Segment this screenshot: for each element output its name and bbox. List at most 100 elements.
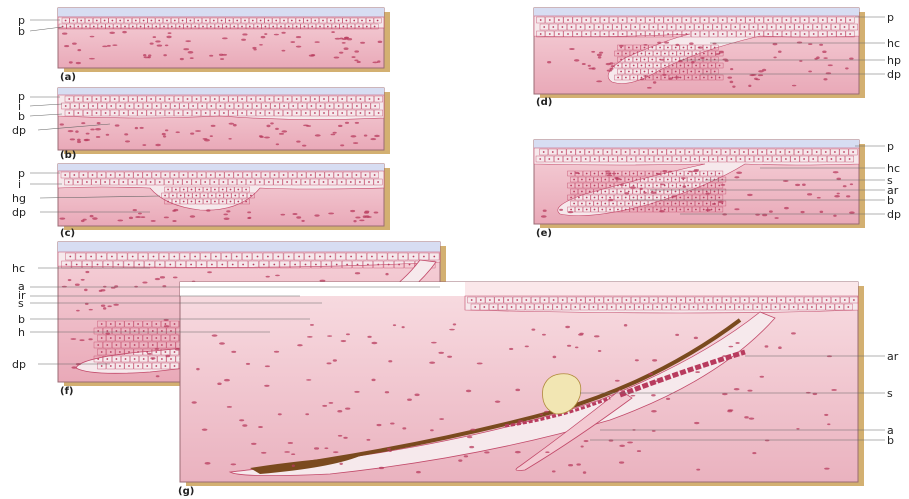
cell-nucleus [653,299,655,301]
dermal-nucleus [344,47,349,50]
cell-nucleus [180,264,182,266]
cell-nucleus [223,112,225,114]
cell-nucleus [706,203,708,205]
cell-nucleus [296,98,298,100]
caption-d: (d) [536,97,552,108]
cell-nucleus [187,112,189,114]
cell-nucleus [626,299,628,301]
cell-nucleus [296,112,298,114]
cell-nucleus [616,299,618,301]
dermal-nucleus [296,36,301,38]
dermal-nucleus [183,48,189,50]
dermal-nucleus [106,134,110,136]
dermal-nucleus [112,44,117,46]
dermal-nucleus [647,87,652,89]
dermal-nucleus [598,350,601,352]
cell-nucleus [558,158,560,160]
dermal-nucleus [75,130,78,133]
dermal-nucleus [800,211,804,213]
cell-nucleus [77,98,79,100]
cell-nucleus [625,185,627,187]
cell-nucleus [740,19,742,21]
cell-nucleus [667,47,669,49]
cell-nucleus [221,20,223,22]
cell-nucleus [149,264,151,266]
cell-nucleus [825,151,827,153]
cell-nucleus [241,181,243,183]
cell-nucleus [168,98,170,100]
cell-nucleus [159,181,161,183]
cell-nucleus [734,26,736,28]
dermal-nucleus [138,213,142,215]
cell-nucleus [789,26,791,28]
cell-nucleus [132,26,134,28]
cell-nucleus [159,264,161,266]
cell-nucleus [135,20,137,22]
dermal-nucleus [429,361,435,363]
cell-nucleus [767,19,769,21]
dermal-nucleus [643,192,646,194]
dermal-nucleus [730,81,734,84]
dermal-nucleus [565,326,570,328]
cell-nucleus [360,112,362,114]
dermal-nucleus [219,342,225,344]
dermal-nucleus [545,451,549,453]
cell-nucleus [584,306,586,308]
cell-nucleus [287,112,289,114]
dermal-nucleus [306,125,311,127]
dermal-nucleus [153,36,157,38]
cell-nucleus [756,306,758,308]
cell-nucleus [170,330,172,332]
cell-nucleus [576,33,578,35]
dermal-nucleus [107,305,111,307]
dermal-nucleus [151,220,156,222]
dermal-nucleus [760,376,764,378]
cell-nucleus [230,201,232,203]
dermal-nucleus [547,61,551,63]
cell-nucleus [711,77,713,79]
cell-nucleus [174,20,176,22]
cell-nucleus [104,20,106,22]
cell-nucleus [310,174,312,176]
cell-nucleus [604,33,606,35]
dermal-nucleus [635,359,639,361]
cell-nucleus [640,19,642,21]
dermal-nucleus [727,76,732,78]
cell-nucleus [311,105,313,107]
dermal-nucleus [220,58,224,60]
dermal-nucleus [611,65,615,67]
cell-nucleus [341,181,343,183]
cell-nucleus [223,181,225,183]
cell-nucleus [365,105,367,107]
cell-nucleus [672,65,674,67]
cell-nucleus [214,201,216,203]
dermal-nucleus [712,203,716,205]
dermal-nucleus [202,429,208,431]
cell-nucleus [762,299,764,301]
dermal-nucleus [389,450,392,452]
cell-nucleus [381,256,383,258]
cell-nucleus [664,197,666,199]
dermal-nucleus [402,427,406,429]
dermal-nucleus [612,173,616,175]
dermal-nucleus [567,345,571,347]
cell-nucleus [649,19,651,21]
cell-nucleus [201,174,203,176]
dermal-nucleus [231,463,237,465]
cell-nucleus [689,299,691,301]
cell-nucleus [644,47,646,49]
cell-nucleus [562,26,564,28]
cell-nucleus [594,185,596,187]
cell-nucleus [378,98,380,100]
cell-nucleus [738,306,740,308]
dermal-nucleus [192,401,197,404]
cell-nucleus [643,26,645,28]
cell-nucleus [649,33,651,35]
dermal-nucleus [344,37,349,39]
cell-nucleus [648,185,650,187]
dermal-nucleus [783,180,789,182]
cell-nucleus [682,203,684,205]
cell-nucleus [274,174,276,176]
cell-nucleus [350,181,352,183]
cell-nucleus [656,185,658,187]
